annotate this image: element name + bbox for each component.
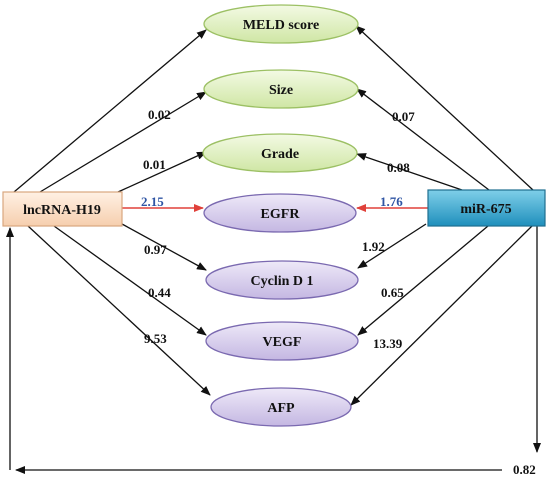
node-afp: AFP [210,387,352,427]
coef-h19-egfr: 2.15 [141,194,164,209]
coef-h19-size: 0.02 [148,107,171,122]
node-meld-score: MELD score [203,4,359,44]
lncrna-h19-box: lncRNA-H19 [2,191,123,227]
node-cyclin-d1: Cyclin D 1 [205,260,359,300]
coef-mir-h19: 0.82 [513,462,536,477]
coef-h19-afp: 9.53 [144,331,167,346]
coef-mir-cyclin: 1.92 [362,239,385,254]
lncrna-h19-label: lncRNA-H19 [23,203,101,218]
coef-mir-grade: 0.08 [387,160,410,175]
arrow-mir-size [356,88,490,191]
arrow-h19-afp [27,225,211,396]
mir-675-box: miR-675 [427,189,546,227]
node-afp-label: AFP [267,401,295,416]
arrow-h19-grade [117,151,207,193]
node-size: Size [203,69,359,109]
node-egfr: EGFR [203,193,357,233]
arrow-mir-grade [356,153,463,191]
coef-mir-afp: 13.39 [373,336,403,351]
arrow-mir-meld [355,25,534,191]
arrow-mir-cyclin [357,223,427,269]
mir-675-label: miR-675 [460,202,511,217]
coef-mir-size: 0.07 [392,109,415,124]
node-meld-score-label: MELD score [243,18,319,33]
coef-h19-cyclin: 0.97 [144,242,167,257]
coef-h19-grade: 0.01 [143,157,166,172]
node-egfr-label: EGFR [261,207,301,222]
arrow-mir-vegf [357,225,489,336]
arrow-mir-afp [350,225,533,406]
node-cyclin-d1-label: Cyclin D 1 [251,274,314,289]
node-size-label: Size [269,83,293,98]
node-vegf: VEGF [205,321,359,361]
node-vegf-label: VEGF [263,335,302,350]
arrow-h19-vegf [53,225,207,336]
node-grade: Grade [202,133,358,173]
arrow-h19-cyclin [121,223,207,271]
node-grade-label: Grade [261,147,299,162]
arrow-h19-size [39,91,207,193]
coef-mir-vegf: 0.65 [381,285,404,300]
coef-mir-egfr: 1.76 [380,194,403,209]
coef-h19-vegf: 0.44 [148,285,171,300]
arrow-h19-meld [13,29,207,193]
